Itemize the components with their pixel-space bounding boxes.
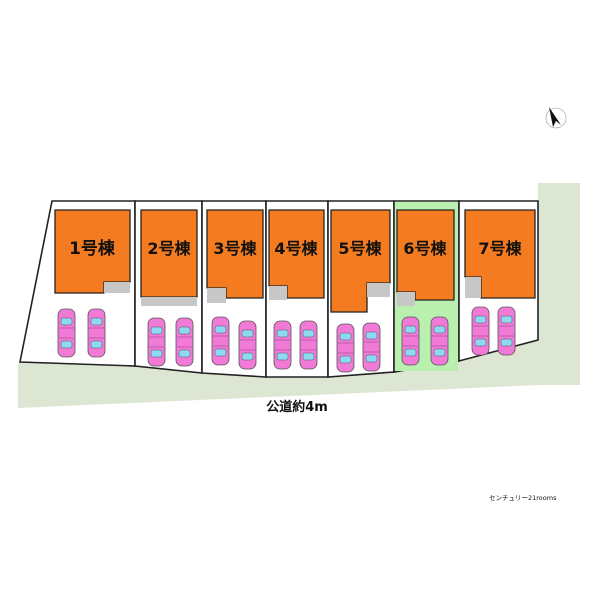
building-label-6: 6号棟 — [403, 239, 447, 258]
building-label-1: 1号棟 — [69, 238, 116, 259]
notch-3 — [207, 288, 226, 303]
notch-6 — [397, 292, 415, 306]
car-icon — [299, 320, 318, 370]
building-label-5: 5号棟 — [338, 239, 382, 258]
building-label-3: 3号棟 — [213, 239, 257, 258]
road-strip — [18, 183, 580, 408]
notch-7 — [465, 277, 481, 298]
car-icon — [336, 323, 355, 373]
car-icon — [87, 308, 106, 358]
road-area — [18, 183, 580, 408]
notch-5 — [367, 283, 390, 297]
car-icon — [273, 320, 292, 370]
notch-2 — [141, 297, 197, 306]
car-icon — [497, 306, 516, 356]
car-icon — [175, 317, 194, 367]
car-icon — [401, 316, 420, 366]
parked-cars — [57, 306, 516, 373]
car-icon — [238, 320, 257, 370]
building-label-4: 4号棟 — [274, 239, 318, 258]
car-icon — [471, 306, 490, 356]
car-icon — [147, 317, 166, 367]
notch-1 — [104, 282, 130, 293]
road-label: 公道約4m — [266, 399, 328, 415]
building-label-7: 7号棟 — [478, 239, 522, 258]
building-label-2: 2号棟 — [147, 239, 191, 258]
car-icon — [57, 308, 76, 358]
car-icon — [362, 322, 381, 372]
notch-4 — [269, 286, 287, 300]
credit-text: センチュリー21rooms — [489, 494, 557, 502]
car-icon — [211, 316, 230, 366]
north-arrow-icon — [545, 107, 567, 129]
building-labels: 1号棟 2号棟 3号棟 4号棟 5号棟 6号棟 7号棟 — [69, 238, 522, 259]
car-icon — [430, 316, 449, 366]
